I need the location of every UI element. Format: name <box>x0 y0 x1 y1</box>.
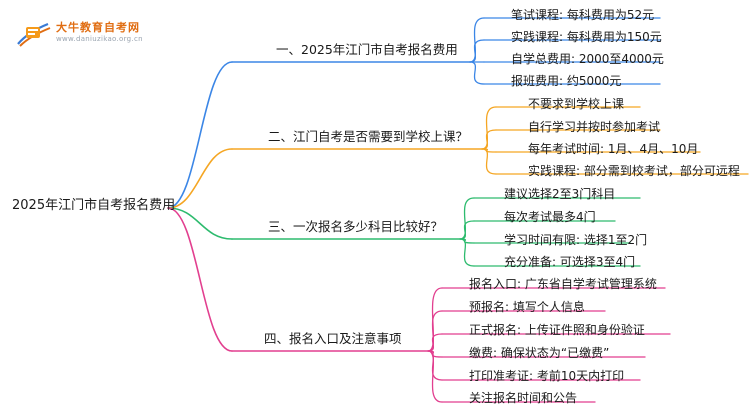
branch-2: 二、江门自考是否需要到学校上课？ <box>268 129 469 144</box>
leaf-4-3: 正式报名: 上传证件照和身份验证 <box>469 323 645 337</box>
root-branch-connector <box>167 207 233 240</box>
leaf-1-4: 报班费用: 约5000元 <box>511 74 622 88</box>
leaf-connector <box>427 287 443 352</box>
leaf-3-4: 充分准备: 可选择3至4门 <box>504 255 636 269</box>
leaf-3-2: 每次考试最多4门 <box>504 210 596 224</box>
root-branch-connector <box>167 61 233 209</box>
brand-name: 大牛教育自考网 <box>56 21 140 34</box>
leaf-connector <box>459 197 475 240</box>
root-branch-connector <box>167 207 233 352</box>
branch-4: 四、报名入口及注意事项 <box>264 331 402 346</box>
leaf-3-1: 建议选择2至3门科目 <box>504 187 616 201</box>
leaf-4-2: 预报名: 填写个人信息 <box>469 300 585 314</box>
branch-3: 三、一次报名多少科目比较好？ <box>268 219 444 234</box>
root-topic: 2025年江门市自考报名费用 <box>12 198 176 213</box>
leaf-2-3: 每年考试时间: 1月、4月、10月 <box>528 142 699 156</box>
leaf-4-4: 缴费: 确保状态为“已缴费” <box>469 346 610 360</box>
leaf-connector <box>481 106 497 150</box>
leaf-3-3: 学习时间有限: 选择1至2门 <box>504 233 648 247</box>
leaf-4-6: 关注报名时间和公告 <box>469 391 578 405</box>
brand-url: www.daniuzikao.org.cn <box>56 35 143 43</box>
leaf-connector <box>469 61 485 85</box>
leaf-connector <box>481 129 497 150</box>
leaf-2-4: 实践课程: 部分需到校考试，部分可远程 <box>528 164 740 178</box>
leaf-2-1: 不要求到学校上课 <box>528 97 625 111</box>
root-branch-connector <box>167 148 233 209</box>
leaf-connector <box>427 310 443 352</box>
leaf-1-1: 笔试课程: 每科费用为52元 <box>511 8 655 22</box>
leaf-1-2: 实践课程: 每科费用为150元 <box>511 30 662 44</box>
branch-1: 一、2025年江门市自考报名费用 <box>276 42 458 57</box>
leaf-connector <box>459 220 475 240</box>
book-logo-icon <box>14 18 54 48</box>
leaf-2-2: 自行学习并按时参加考试 <box>528 120 661 134</box>
leaf-1-3: 自学总费用: 2000至4000元 <box>511 52 664 66</box>
leaf-4-1: 报名入口: 广东省自学考试管理系统 <box>469 277 657 291</box>
leaf-connector <box>427 333 443 352</box>
leaf-connector <box>481 148 497 175</box>
leaf-connector <box>427 350 443 381</box>
leaf-connector <box>459 238 475 267</box>
leaf-connector <box>469 39 485 63</box>
leaf-4-5: 打印准考证: 考前10天内打印 <box>469 369 625 383</box>
leaf-connector <box>427 350 443 403</box>
